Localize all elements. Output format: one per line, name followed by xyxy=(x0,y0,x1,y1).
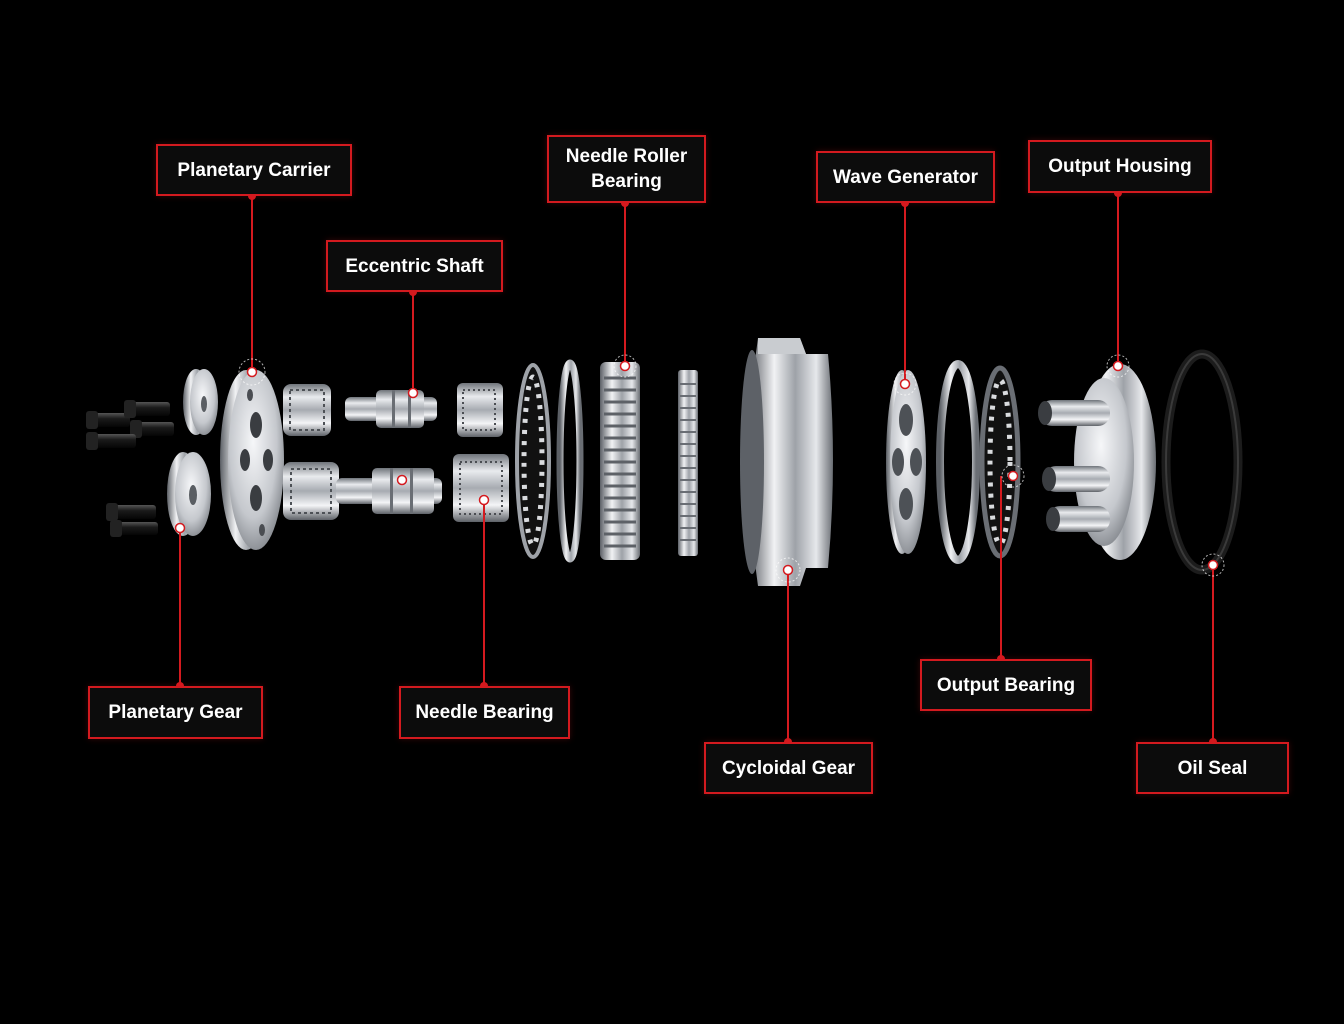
label-text-line-2: Bearing xyxy=(591,171,662,192)
label-needle-roller-bearing: Needle Roller Bearing xyxy=(547,135,706,203)
bolt xyxy=(130,420,174,438)
bolt-set xyxy=(86,400,174,537)
planetary-carrier-part xyxy=(220,370,284,550)
planetary-gear-part xyxy=(167,369,218,536)
eccentric-shaft-part xyxy=(336,390,442,514)
thin-ring-part xyxy=(556,359,584,563)
oil-seal-part xyxy=(1161,349,1243,575)
label-text: Cycloidal Gear xyxy=(721,757,856,779)
label-cycloidal-gear: Cycloidal Gear xyxy=(704,742,873,794)
label-planetary-carrier: Planetary Carrier xyxy=(156,144,352,196)
gear-plate-part xyxy=(678,370,698,556)
bolt xyxy=(106,503,156,521)
label-text: Output Bearing xyxy=(936,674,1076,696)
bolt xyxy=(124,400,170,418)
label-text: Needle Bearing xyxy=(415,702,554,723)
bolt xyxy=(86,411,130,429)
bolt xyxy=(110,520,158,537)
label-output-bearing: Output Bearing xyxy=(920,659,1092,711)
label-text-line-1: Needle Roller xyxy=(565,146,688,167)
label-needle-bearing: Needle Bearing xyxy=(399,686,570,739)
needle-roller-bearing-part xyxy=(600,362,640,560)
label-eccentric-shaft: Eccentric Shaft xyxy=(326,240,503,292)
roller-bearing-part xyxy=(283,384,339,520)
label-text: Planetary Gear xyxy=(108,702,243,723)
label-text: Eccentric Shaft xyxy=(345,255,484,277)
label-text: Wave Generator xyxy=(832,166,978,188)
label-output-housing: Output Housing xyxy=(1028,140,1212,193)
cycloidal-gear-part xyxy=(740,338,833,586)
output-housing-part xyxy=(1038,364,1156,560)
label-text: Output Housing xyxy=(1048,156,1192,177)
label-text: Planetary Carrier xyxy=(177,159,331,181)
label-text: Oil Seal xyxy=(1177,757,1248,779)
label-planetary-gear: Planetary Gear xyxy=(88,686,263,739)
leader-lines xyxy=(179,193,1214,742)
label-wave-generator: Wave Generator xyxy=(816,151,995,203)
ball-cage-ring-part xyxy=(515,363,551,559)
bolt xyxy=(86,432,136,450)
wave-generator-part xyxy=(886,370,926,554)
label-oil-seal: Oil Seal xyxy=(1136,742,1289,794)
output-bearing-part xyxy=(936,360,1021,564)
needle-bearing-part xyxy=(453,383,509,522)
